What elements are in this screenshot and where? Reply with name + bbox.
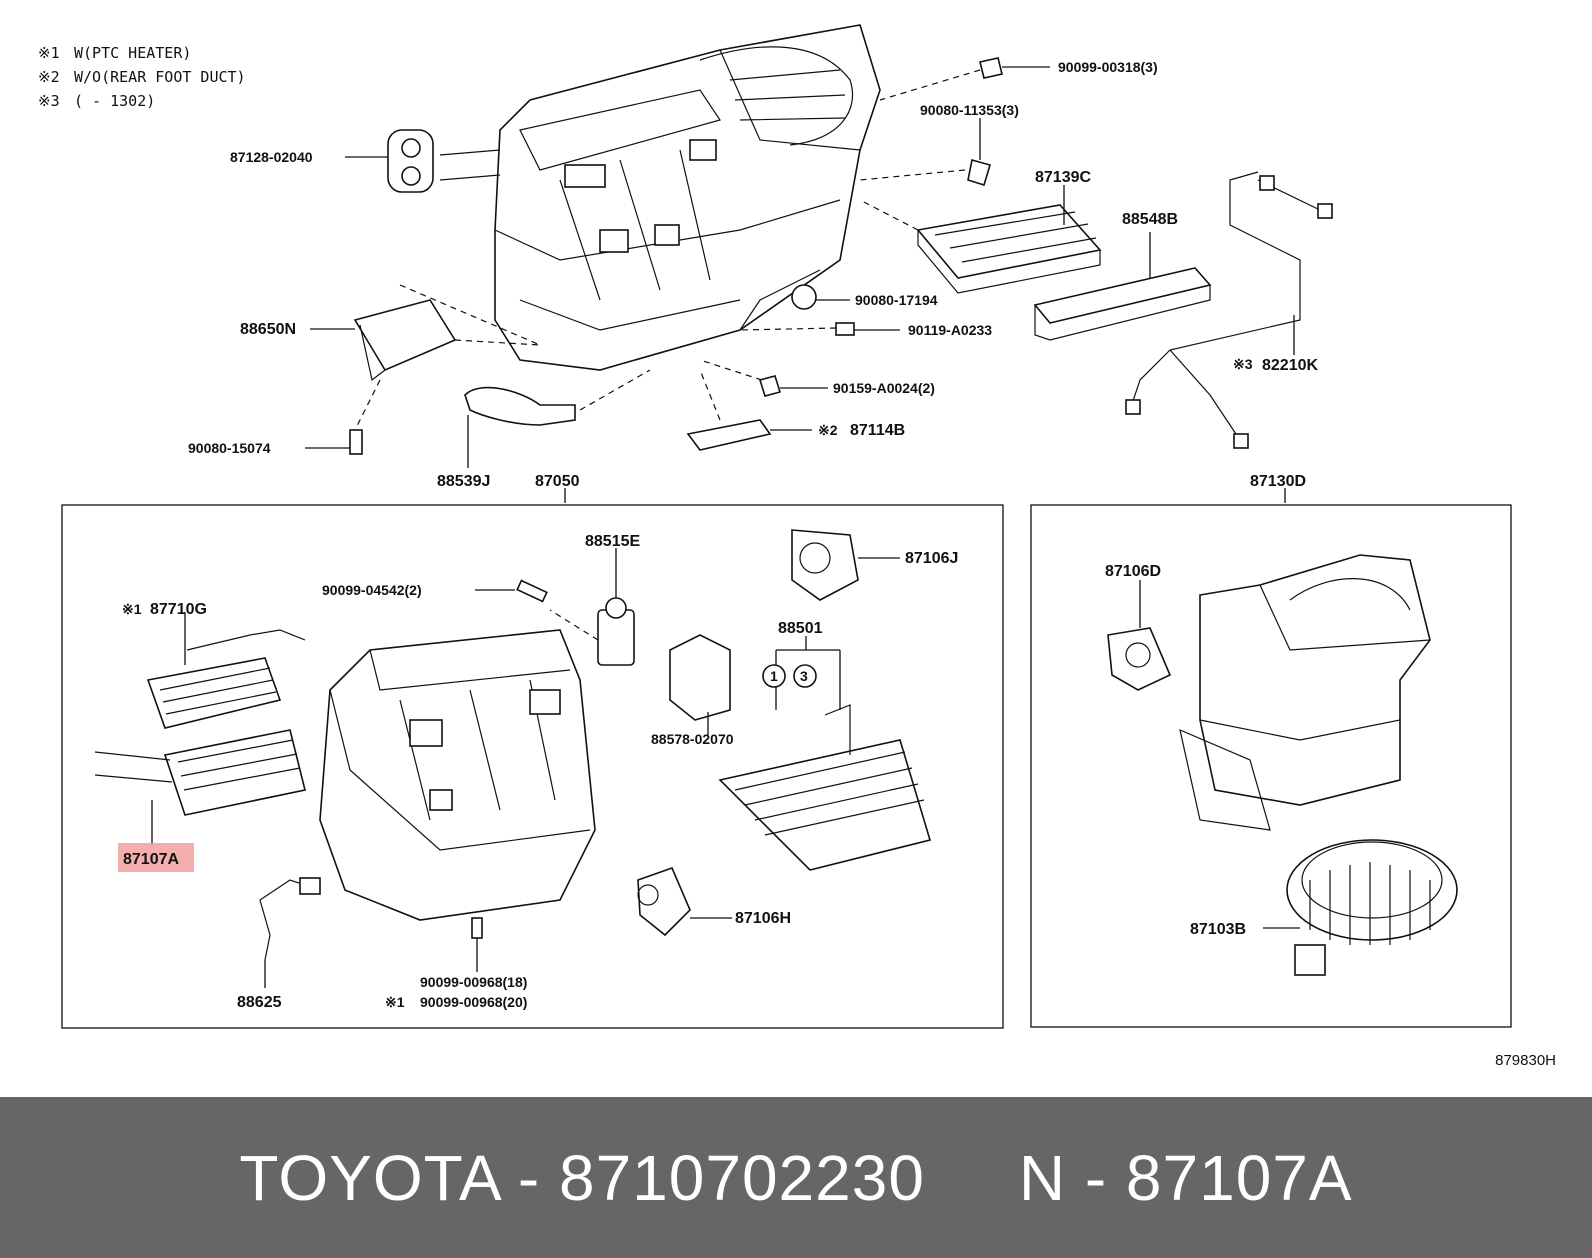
- hvac-case-left: [319, 629, 596, 921]
- label-87106H: 87106H: [735, 910, 791, 927]
- label-87710G: 87710G: [150, 601, 207, 618]
- label-87128-02040: 87128-02040: [230, 149, 313, 165]
- catalog-code: 879830H: [1495, 1052, 1556, 1069]
- note-2-text: W/O(REAR FOOT DUCT): [74, 68, 246, 86]
- harness-82210: ※3 82210K: [1125, 171, 1333, 449]
- heater-87710: ※1 87710G: [122, 601, 306, 729]
- label-88578-02070: 88578-02070: [651, 731, 734, 747]
- label-90099-00968-18: 90099-00968(18): [420, 974, 527, 990]
- highlight-87107A: [118, 843, 194, 872]
- blower-housing-87130: [1179, 554, 1431, 831]
- note-3-text: ( - 1302): [74, 92, 155, 110]
- label-87710-mark: ※1: [122, 601, 142, 617]
- screw-90099-00318: 90099-00318(3): [879, 57, 1158, 101]
- label-87103B: 87103B: [1190, 921, 1246, 938]
- label-88539J: 88539J: [437, 473, 490, 490]
- label-87114-mark: ※2: [818, 422, 838, 438]
- label-88650N: 88650N: [240, 321, 296, 338]
- screw-90119: 90119-A0233: [739, 322, 992, 338]
- label-82210-mark: ※3: [1233, 356, 1253, 372]
- circle-3-text: 3: [800, 668, 808, 684]
- screw-90099-00968: 90099-00968(18) ※1 90099-00968(20): [385, 917, 527, 1010]
- heater-core-87107: 87107A: [94, 729, 306, 872]
- note-1-mark: ※1: [38, 44, 60, 62]
- servo-87106D: 87106D: [1105, 563, 1172, 691]
- filter-frame-88548: 88548B: [1033, 211, 1212, 341]
- hvac-unit-assembly: [494, 24, 881, 371]
- label-87106J: 87106J: [905, 550, 958, 567]
- note-2-mark: ※2: [38, 68, 60, 86]
- label-90080-11353: 90080-11353(3): [920, 102, 1019, 118]
- parts-diagram: ※1 W(PTC HEATER) ※2 W/O(REAR FOOT DUCT) …: [38, 24, 1512, 1029]
- footer-part-number: TOYOTA - 8710702230 N - 87107A: [239, 1141, 1353, 1214]
- screw-90080-15074: 90080-15074: [188, 429, 363, 456]
- duct-87114: ※2 87114B: [686, 369, 905, 451]
- filter-87139: 87139C: [859, 169, 1102, 294]
- footer-bar: TOYOTA - 8710702230 N - 87107A: [0, 1097, 1592, 1258]
- label-90099-00968-20: 90099-00968(20): [420, 994, 527, 1010]
- label-90159-A0024: 90159-A0024(2): [833, 380, 935, 396]
- label-87107A: 87107A: [123, 851, 179, 868]
- label-88548B: 88548B: [1122, 211, 1178, 228]
- evaporator-88501: 88501 1 3: [718, 620, 932, 871]
- blower-motor-87103: 87103B: [1190, 839, 1458, 976]
- label-90080-15074: 90080-15074: [188, 440, 271, 456]
- valve-88515: 88515E: [549, 533, 640, 666]
- ecu-88650: 88650N: [240, 284, 541, 431]
- notes: ※1 W(PTC HEATER) ※2 W/O(REAR FOOT DUCT) …: [38, 44, 246, 110]
- label-90099-04542: 90099-04542(2): [322, 582, 422, 598]
- label-88501: 88501: [778, 620, 823, 637]
- box-87130D: [1030, 504, 1512, 1028]
- label-82210K: 82210K: [1262, 357, 1318, 374]
- clip-90080-17194: 90080-17194: [791, 284, 938, 310]
- servo-87106J: 87106J: [791, 529, 958, 601]
- label-87106D: 87106D: [1105, 563, 1161, 580]
- sensor-88625: 88625: [237, 877, 321, 1011]
- label-90080-17194: 90080-17194: [855, 292, 938, 308]
- label-88625: 88625: [237, 994, 282, 1011]
- note-1-text: W(PTC HEATER): [74, 44, 191, 62]
- note-3-mark: ※3: [38, 92, 60, 110]
- label-88515E: 88515E: [585, 533, 640, 550]
- screw-90080-11353: 90080-11353(3): [859, 102, 1019, 187]
- label-87130D: 87130D: [1250, 473, 1306, 490]
- screw-90159: 90159-A0024(2): [699, 359, 935, 397]
- grommet-87128: 87128-02040: [230, 129, 501, 193]
- label-90119-A0233: 90119-A0233: [908, 322, 992, 338]
- case-piece-88578: 88578-02070: [651, 634, 734, 747]
- label-90099-00318: 90099-00318(3): [1058, 59, 1158, 75]
- label-87139C: 87139C: [1035, 169, 1091, 186]
- circle-1-text: 1: [770, 668, 778, 684]
- label-87050: 87050: [535, 473, 580, 490]
- box-87050: [61, 504, 1004, 1029]
- label-90099-00968-mark: ※1: [385, 994, 405, 1010]
- hose-88539: 88539J: [437, 369, 651, 490]
- label-87114B: 87114B: [850, 422, 905, 439]
- screw-90099-04542: 90099-04542(2): [322, 579, 548, 603]
- servo-87106H: 87106H: [637, 866, 791, 937]
